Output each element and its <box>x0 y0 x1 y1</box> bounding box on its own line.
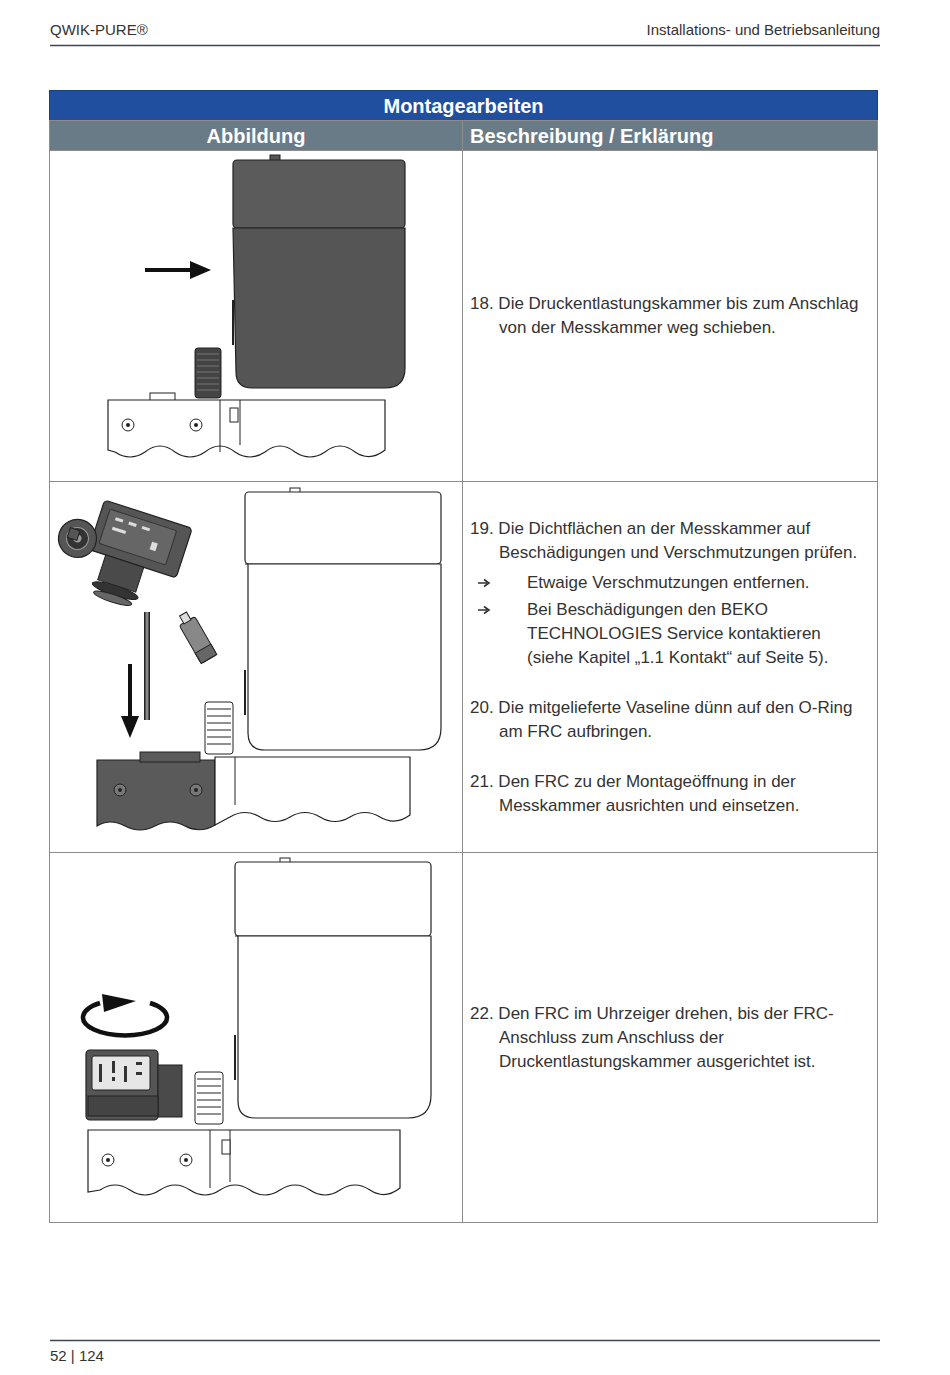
step-cell: 22. Den FRC im Uhrzeiger drehen, bis der… <box>462 852 878 1223</box>
table-title: Montagearbeiten <box>383 94 543 118</box>
page-number: 52 | 124 <box>50 1346 104 1366</box>
product-name: QWIK-PURE® <box>50 20 148 40</box>
step-text: 18. Die Druckentlastungskammer bis zum A… <box>470 292 867 340</box>
step-text: 19. Die Dichtflächen an der Messkammer a… <box>470 517 867 565</box>
footer-rule <box>50 1340 880 1342</box>
step-text: 22. Den FRC im Uhrzeiger drehen, bis der… <box>470 1002 867 1074</box>
table-title-band: Montagearbeiten <box>49 90 878 121</box>
step-cell: 18. Die Druckentlastungskammer bis zum A… <box>462 150 878 482</box>
step-text: 21. Den FRC zu der Montageöffnung in der… <box>470 770 867 818</box>
bullet-text: Bei Beschädigungen den BEKO TECHNOLOGIES… <box>470 598 867 670</box>
device-figure <box>108 155 405 457</box>
device-figure <box>44 488 441 830</box>
table-cell <box>50 482 463 853</box>
document-title: Installations- und Betriebsanleitung <box>647 20 880 40</box>
bullet-text: Etwaige Verschmutzungen entfernen. <box>470 571 867 595</box>
column-title: Beschreibung / Erklärung <box>470 124 713 148</box>
header-rule <box>50 45 880 47</box>
table-cell <box>50 853 463 1223</box>
bullet-arrow <box>478 605 492 615</box>
bullet-arrow <box>478 578 492 588</box>
step-cell: 19. Die Dichtflächen an der Messkammer a… <box>462 481 878 853</box>
step-text: 20. Die mitgelieferte Vaseline dünn auf … <box>470 696 867 744</box>
column-header: Beschreibung / Erklärung <box>462 120 878 151</box>
device-figure <box>83 858 431 1195</box>
table-cell <box>50 151 463 482</box>
column-title: Abbildung <box>207 124 306 148</box>
column-header: Abbildung <box>49 120 463 151</box>
